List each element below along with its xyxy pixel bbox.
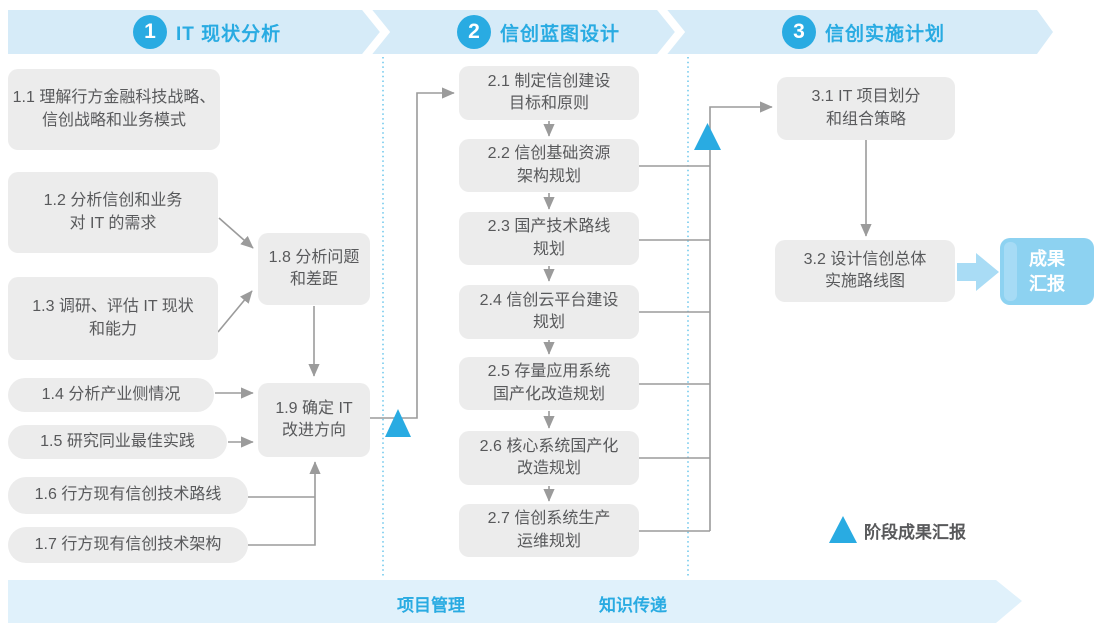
phase-3-number-badge: 3 xyxy=(782,15,816,49)
phase-header-3: 3 信创实施计划 xyxy=(782,13,945,51)
chevron-separator-icon xyxy=(360,3,391,61)
connector-arrow xyxy=(248,461,321,546)
step-1-8: 1.8 分析问题 和差距 xyxy=(258,233,370,305)
milestone-triangle-icon xyxy=(694,123,721,150)
step-1-1: 1.1 理解行方金融科技战略、 信创战略和业务模式 xyxy=(8,69,220,150)
step-2-7: 2.7 信创系统生产 运维规划 xyxy=(459,504,639,557)
step-2-2: 2.2 信创基础资源 架构规划 xyxy=(459,139,639,192)
step-1-7: 1.7 行方现有信创技术架构 xyxy=(8,527,248,563)
milestone-triangle-icon xyxy=(385,409,411,437)
connector-arrow xyxy=(217,290,253,333)
phase-2-title: 信创蓝图设计 xyxy=(500,23,621,45)
phase-header-2: 2 信创蓝图设计 xyxy=(457,13,620,51)
phase-header-1: 1 IT 现状分析 xyxy=(133,13,281,51)
legend-milestone-triangle-icon xyxy=(829,516,857,543)
step-1-3: 1.3 调研、评估 IT 现状 和能力 xyxy=(8,277,218,360)
footer-band xyxy=(8,580,1022,623)
step-3-1: 3.1 IT 项目划分 和组合策略 xyxy=(777,77,955,140)
result-arrow-icon xyxy=(957,253,999,291)
connector-arrow xyxy=(370,87,455,419)
step-2-3: 2.3 国产技术路线 规划 xyxy=(459,212,639,265)
connector-arrow xyxy=(218,217,254,249)
phase-3-title: 信创实施计划 xyxy=(825,23,946,45)
step-2-6: 2.6 核心系统国产化 改造规划 xyxy=(459,431,639,485)
result-box-highlight-stripe xyxy=(1004,242,1017,301)
step-2-1: 2.1 制定信创建设 目标和原则 xyxy=(459,66,639,120)
phase-2-number-badge: 2 xyxy=(457,15,491,49)
result-report-label: 成果 汇报 xyxy=(1029,249,1065,294)
phase-1-title: IT 现状分析 xyxy=(176,23,282,45)
result-report-box: 成果 汇报 xyxy=(1000,238,1094,305)
step-2-4: 2.4 信创云平台建设 规划 xyxy=(459,285,639,339)
phase-1-number-badge: 1 xyxy=(133,15,167,49)
connector-arrow xyxy=(709,101,773,531)
step-1-9: 1.9 确定 IT 改进方向 xyxy=(258,383,370,457)
step-3-2: 3.2 设计信创总体 实施路线图 xyxy=(775,240,955,302)
step-1-6: 1.6 行方现有信创技术路线 xyxy=(8,477,248,514)
connector-group xyxy=(215,87,872,546)
footer-label-knowledge-transfer: 知识传递 xyxy=(599,596,667,615)
chevron-separator-icon xyxy=(655,3,686,61)
step-1-5: 1.5 研究同业最佳实践 xyxy=(8,425,227,459)
step-1-4: 1.4 分析产业侧情况 xyxy=(8,378,214,412)
footer-label-project-management: 项目管理 xyxy=(397,596,465,615)
step-2-5: 2.5 存量应用系统 国产化改造规划 xyxy=(459,357,639,410)
legend-label: 阶段成果汇报 xyxy=(864,523,966,542)
step-1-2: 1.2 分析信创和业务 对 IT 的需求 xyxy=(8,172,218,253)
